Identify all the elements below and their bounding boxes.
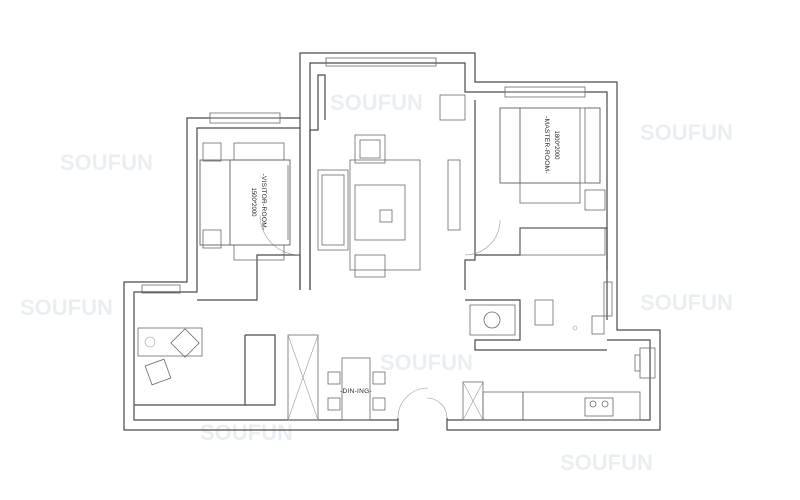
window [141, 284, 181, 294]
master-bed-size: 1800*2000 [553, 130, 559, 160]
chair [372, 397, 386, 411]
living-room-furniture [317, 94, 466, 278]
kitchen-counter [522, 391, 641, 421]
tv-cabinet [447, 159, 461, 231]
fridge [482, 391, 524, 421]
toilet [534, 299, 554, 326]
study-furniture [137, 327, 319, 421]
visitor-room-label: -VISITOR-ROOM- [260, 174, 267, 231]
window [325, 57, 437, 67]
armchair [354, 134, 386, 164]
chair [327, 371, 341, 385]
nightstand [233, 142, 285, 161]
master-room-label: -MASTER-ROOM- [543, 116, 550, 174]
stove [584, 397, 614, 417]
watermark-text: SOUFUN [330, 90, 423, 115]
dining-table [341, 357, 371, 421]
watermark-text: SOUFUN [60, 150, 153, 175]
visitor-room-furniture: -VISITOR-ROOM- 1500*2000 [199, 142, 291, 261]
sink [639, 347, 656, 379]
bathtub [469, 304, 516, 336]
side-table [354, 254, 386, 278]
nightstand [233, 244, 285, 261]
bathroom-fixtures [469, 299, 605, 336]
kitchen-fixtures [462, 347, 656, 421]
watermark-text: SOUFUN [640, 120, 733, 145]
master-room-furniture: -MASTER-ROOM- 1800*2000 [499, 107, 606, 256]
watermark-text: SOUFUN [20, 295, 113, 320]
sofa [317, 169, 349, 251]
exterior-walls [123, 52, 661, 431]
window [603, 281, 613, 317]
watermark-text: SOUFUN [560, 450, 653, 475]
bench [519, 182, 581, 204]
wardrobe [519, 227, 606, 256]
watermark-text: SOUFUN [200, 420, 293, 445]
chair [327, 397, 341, 411]
nightstand [584, 189, 606, 211]
desk [137, 327, 203, 357]
chair [144, 358, 172, 386]
bookshelf [287, 334, 319, 421]
visitor-bed-size: 1500*2000 [250, 187, 256, 217]
basin [483, 311, 501, 329]
doors [259, 214, 501, 419]
watermark-text: SOUFUN [640, 290, 733, 315]
cabinet [439, 94, 466, 121]
dining-label: -DIN-ING- [340, 388, 372, 395]
dining-furniture: -DIN-ING- [327, 357, 386, 421]
windows [141, 57, 613, 317]
coffee-table [354, 184, 406, 241]
rug [349, 159, 421, 271]
watermark-layer: SOUFUN SOUFUN SOUFUN SOUFUN SOUFUN SOUFU… [20, 90, 733, 475]
visitor-bed [199, 159, 291, 246]
chair [372, 371, 386, 385]
watermark-text: SOUFUN [380, 350, 473, 375]
